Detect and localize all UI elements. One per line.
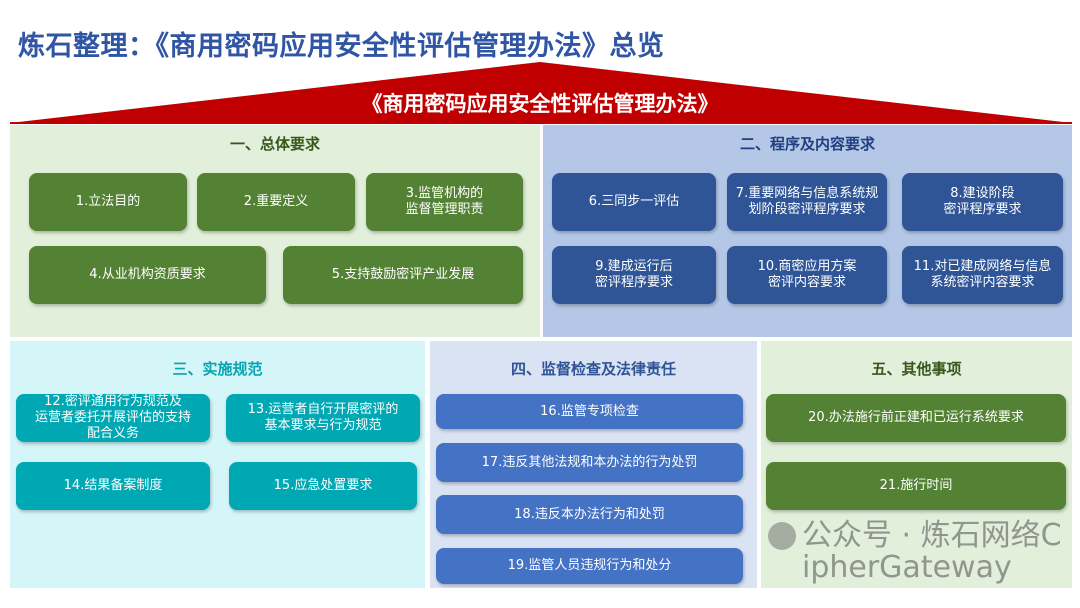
item-box: 7.重要网络与信息系统规划阶段密评程序要求 [727,173,887,231]
item-box: 2.重要定义 [197,173,355,231]
section-heading: 三、实施规范 [172,360,263,378]
item-box: 10.商密应用方案 密评内容要求 [727,246,887,304]
wechat-icon [768,522,796,550]
item-box: 17.违反其他法规和本办法的行为处罚 [436,443,743,482]
section-heading: 一、总体要求 [229,135,320,153]
item-box: 4.从业机构资质要求 [29,246,266,304]
page-title: 炼石整理：《商用密码应用安全性评估管理办法》总览 [18,31,665,62]
item-box: 11.对已建成网络与信息系统密评内容要求 [902,246,1063,304]
item-box: 12.密评通用行为规范及 运营者委托开展评估的支持 配合义务 [16,394,210,442]
roof-title: 《商用密码应用安全性评估管理办法》 [361,92,719,116]
item-box: 13.运营者自行开展密评的 基本要求与行为规范 [226,394,420,442]
roof-banner [10,62,1072,124]
section-heading: 四、监督检查及法律责任 [510,360,676,378]
item-box: 6.三同步一评估 [552,173,716,231]
item-box: 5.支持鼓励密评产业发展 [283,246,523,304]
item-box: 9.建成运行后 密评程序要求 [552,246,716,304]
item-box: 21.施行时间 [766,462,1066,510]
item-box: 16.监管专项检查 [436,394,743,429]
section-heading: 五、其他事项 [871,360,962,378]
item-box: 3.监管机构的 监督管理职责 [366,173,523,231]
item-box: 19.监管人员违规行为和处分 [436,548,743,584]
item-box: 1.立法目的 [29,173,187,231]
section-heading: 二、程序及内容要求 [739,135,875,153]
item-box: 8.建设阶段 密评程序要求 [902,173,1063,231]
item-box: 14.结果备案制度 [16,462,210,510]
item-box: 18.违反本办法行为和处罚 [436,495,743,534]
item-box: 20.办法施行前正建和已运行系统要求 [766,394,1066,442]
watermark-group: 公众号 · 炼石网络CipherGateway [768,520,1068,584]
section-procedure: 二、程序及内容要求 [543,125,1072,337]
section-general: 一、总体要求 [10,125,540,337]
watermark: 公众号 · 炼石网络CipherGateway [802,518,1062,585]
item-box: 15.应急处置要求 [229,462,417,510]
